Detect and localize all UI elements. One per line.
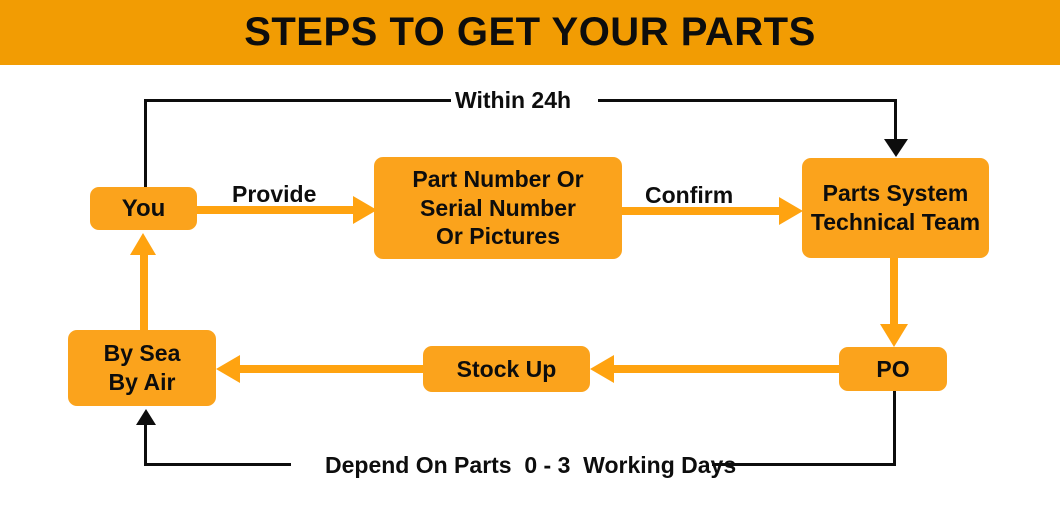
title-banner: STEPS TO GET YOUR PARTS: [0, 0, 1060, 65]
stock-to-ship-arrow-shaft: [240, 365, 423, 373]
po-to-stock-arrow-shaft: [614, 365, 839, 373]
you-box: You: [90, 187, 197, 230]
technical-team-box: Parts System Technical Team: [802, 158, 989, 258]
top-loop-right-vertical: [894, 99, 897, 140]
confirm-arrow-shaft: [622, 207, 779, 215]
arrow-right-icon: [779, 197, 803, 225]
page-title: STEPS TO GET YOUR PARTS: [244, 10, 816, 54]
arrow-up-icon: [130, 233, 156, 255]
shipping-line2: By Air: [108, 369, 176, 395]
confirm-label: Confirm: [645, 182, 734, 208]
po-box: PO: [839, 347, 947, 391]
shipping-box: By Sea By Air: [68, 330, 216, 406]
shipping-line1: By Sea: [103, 340, 181, 367]
arrow-left-icon: [216, 355, 240, 383]
you-box-label: You: [121, 194, 166, 222]
part-number-line3: Or Pictures: [436, 223, 560, 250]
technical-team-line1: Parts System: [822, 180, 969, 207]
bottom-loop-left-horizontal: [144, 463, 291, 466]
within-24h-label: Within 24h: [455, 87, 572, 113]
part-number-box: Part Number Or Serial Number Or Pictures: [374, 157, 622, 259]
provide-label: Provide: [232, 181, 317, 207]
bottom-loop-right-vertical: [893, 391, 896, 466]
ship-to-you-arrow-shaft: [140, 254, 148, 330]
top-loop-left-vertical: [144, 99, 147, 187]
stock-up-label: Stock Up: [456, 355, 557, 382]
arrow-right-icon: [353, 196, 377, 224]
team-to-po-arrow-shaft: [890, 258, 898, 324]
top-loop-right-horizontal: [598, 99, 897, 102]
po-box-label: PO: [876, 355, 910, 382]
depend-label: Depend On Parts 0 - 3 Working Days: [325, 452, 737, 478]
part-number-line1: Part Number Or: [412, 165, 584, 192]
technical-team-line2: Technical Team: [810, 209, 981, 235]
arrow-up-icon: [136, 409, 156, 425]
top-loop-left-horizontal: [144, 99, 451, 102]
bottom-loop-left-vertical: [144, 425, 147, 466]
arrow-left-icon: [590, 355, 614, 383]
stock-up-box: Stock Up: [423, 346, 590, 392]
arrow-down-icon: [880, 324, 908, 347]
provide-arrow-shaft: [197, 206, 353, 214]
arrow-down-icon: [884, 139, 908, 157]
part-number-line2: Serial Number: [420, 194, 576, 221]
bottom-loop-right-horizontal: [712, 463, 896, 466]
